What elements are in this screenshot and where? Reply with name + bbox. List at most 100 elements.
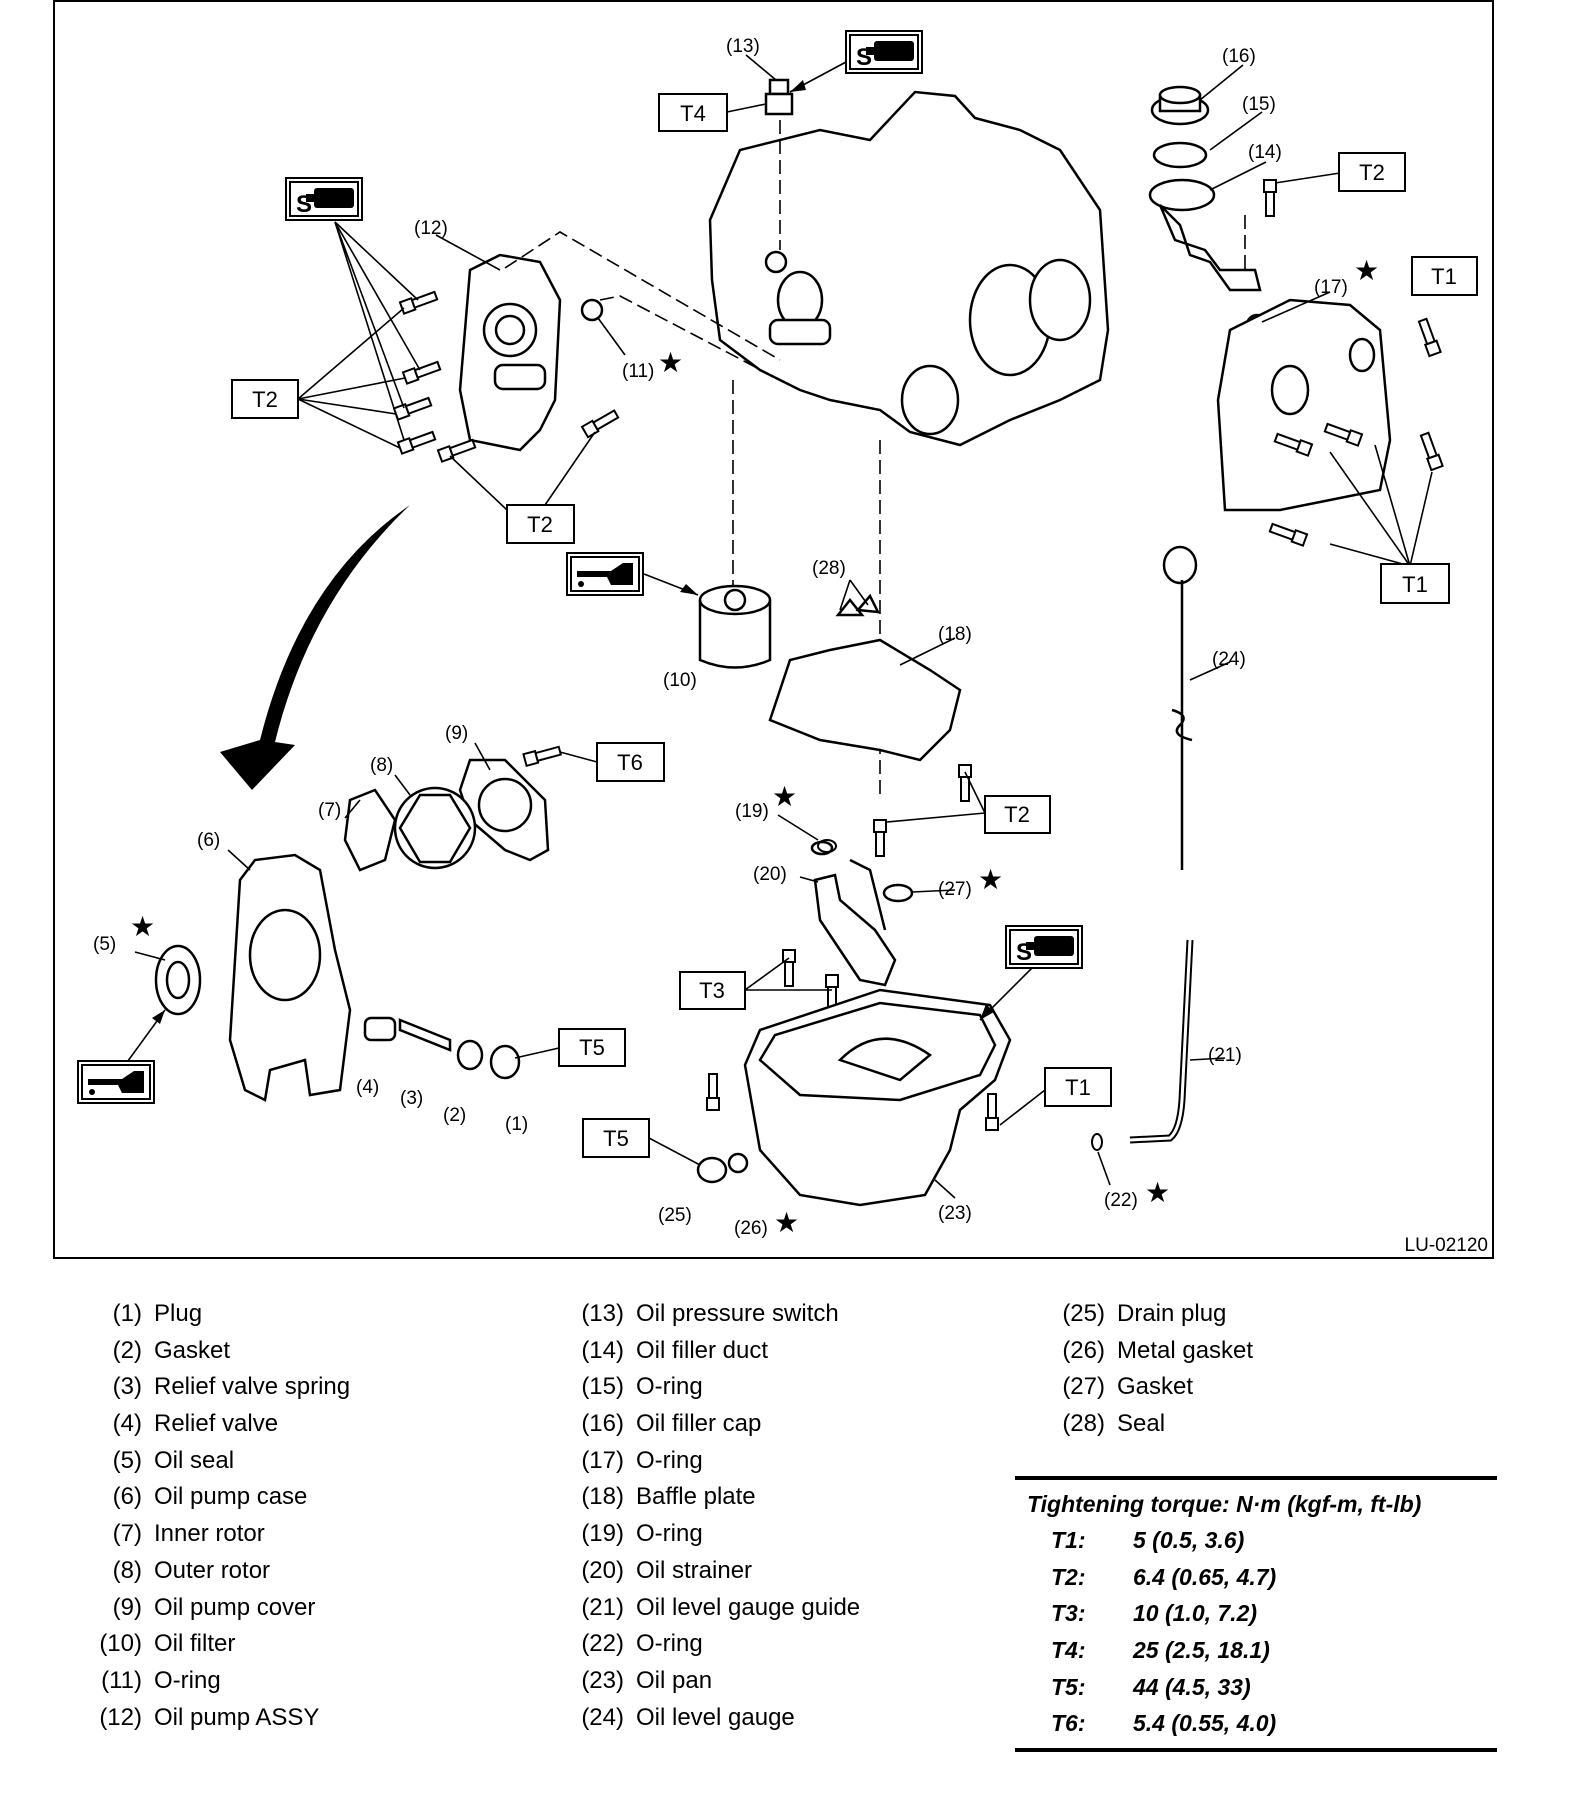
callout: (15) bbox=[1242, 94, 1276, 115]
callout: (24) bbox=[1212, 649, 1246, 670]
torque-value: 5.4 (0.55, 4.0) bbox=[1133, 1710, 1277, 1737]
legend-part-name: Drain plug bbox=[1117, 1300, 1227, 1327]
torque-tag: T1 bbox=[1065, 1075, 1091, 1100]
legend-item: (20)Oil strainer bbox=[558, 1553, 860, 1590]
torque-value: 44 (4.5, 33) bbox=[1133, 1673, 1251, 1700]
legend-part-name: Oil seal bbox=[154, 1446, 235, 1474]
legend-item: (11) O-ring bbox=[76, 1663, 350, 1700]
liquid-gasket-icon bbox=[1005, 925, 1083, 969]
legend-item: (15)O-ring bbox=[558, 1369, 860, 1406]
oil-filter bbox=[698, 584, 772, 669]
legend-item: (1)Plug bbox=[76, 1296, 350, 1333]
legend-item: (7)Inner rotor bbox=[76, 1516, 350, 1553]
callout: (22) bbox=[1104, 1190, 1138, 1211]
callout: (8) bbox=[370, 755, 393, 776]
legend-number: (24) bbox=[581, 1703, 624, 1731]
torque-key: T6: bbox=[1051, 1710, 1086, 1737]
baffle-plate bbox=[768, 593, 962, 762]
oil-pan bbox=[696, 988, 1012, 1207]
legend-number: (10) bbox=[99, 1630, 142, 1658]
callout: (12) bbox=[414, 218, 448, 239]
legend-item: (5) Oil seal bbox=[76, 1443, 350, 1480]
legend-number: (5) bbox=[112, 1446, 142, 1474]
legend-part-name: Oil level gauge bbox=[636, 1703, 795, 1731]
callout: (25) bbox=[658, 1205, 692, 1226]
torque-tag: T4 bbox=[680, 101, 706, 126]
torque-value: 5 (0.5, 3.6) bbox=[1133, 1527, 1245, 1553]
legend-part-name: Outer rotor bbox=[154, 1556, 271, 1584]
legend-item: (12) Oil pump ASSY bbox=[76, 1700, 350, 1737]
legend-item: (27)Gasket bbox=[1039, 1369, 1253, 1406]
oil-pump-assy bbox=[458, 253, 562, 452]
star-icon: ★ bbox=[772, 780, 797, 813]
torque-key: T3: bbox=[1051, 1600, 1086, 1627]
legend-number: (27) bbox=[1062, 1373, 1105, 1401]
legend-item: (10)Oil filter bbox=[76, 1626, 350, 1663]
legend-item: (8) Outer rotor bbox=[76, 1553, 350, 1590]
torque-tag: T5 bbox=[603, 1126, 629, 1151]
callout: (17) bbox=[1314, 277, 1348, 298]
star-icon: ★ bbox=[1354, 254, 1379, 287]
callout: (6) bbox=[197, 830, 220, 851]
legend-number: (8) bbox=[112, 1556, 142, 1584]
legend-number: (25) bbox=[1062, 1300, 1105, 1327]
callout: (13) bbox=[726, 36, 760, 57]
callout: (16) bbox=[1222, 46, 1256, 67]
parts-legend-col-1: (1)Plug(2)Gasket(3)Relief valve spring(4… bbox=[76, 1296, 350, 1736]
torque-key: T4: bbox=[1051, 1637, 1086, 1664]
legend-part-name: Seal bbox=[1117, 1410, 1166, 1438]
callout: (26) bbox=[734, 1218, 768, 1239]
oil-filler-assembly bbox=[1148, 85, 1392, 512]
callout: (19) bbox=[735, 801, 769, 822]
callout: (2) bbox=[443, 1105, 466, 1126]
engine-oil-icon bbox=[77, 1060, 155, 1104]
legend-part-name: Inner rotor bbox=[154, 1520, 265, 1548]
legend-part-name: O-ring bbox=[154, 1666, 221, 1694]
legend-part-name: Oil pan bbox=[636, 1666, 713, 1694]
oil-pressure-switch bbox=[764, 78, 794, 116]
legend-part-name: Relief valve bbox=[154, 1410, 279, 1438]
legend-part-name: Relief valve spring bbox=[154, 1373, 351, 1401]
callout: (1) bbox=[505, 1114, 528, 1135]
torque-tag: T5 bbox=[579, 1035, 605, 1060]
legend-number: (18) bbox=[581, 1483, 624, 1511]
legend-number: (23) bbox=[581, 1666, 624, 1694]
legend-number: (26) bbox=[1062, 1336, 1105, 1364]
legend-number: (14) bbox=[581, 1336, 624, 1364]
torque-tag: T3 bbox=[699, 978, 725, 1003]
legend-item: (23) Oil pan bbox=[558, 1663, 860, 1700]
legend-part-name: Oil level gauge guide bbox=[636, 1593, 861, 1621]
engine-oil-icon bbox=[566, 552, 644, 596]
legend-number: (11) bbox=[101, 1666, 142, 1694]
diagram-frame bbox=[53, 0, 1494, 1259]
callout: (28) bbox=[812, 558, 846, 579]
legend-part-name: Oil filler duct bbox=[636, 1336, 769, 1364]
torque-key: T1: bbox=[1051, 1527, 1086, 1553]
torque-value: 10 (1.0, 7.2) bbox=[1133, 1600, 1258, 1627]
torque-row: T3: 10 (1.0, 7.2) bbox=[1015, 1595, 1497, 1632]
legend-item: (26)Metal gasket bbox=[1039, 1333, 1253, 1370]
legend-number: (22) bbox=[581, 1630, 624, 1658]
star-icon: ★ bbox=[658, 346, 683, 379]
torque-tag: T1 bbox=[1431, 264, 1457, 289]
legend-part-name: Oil strainer bbox=[636, 1556, 753, 1584]
torque-row: T5:44 (4.5, 33) bbox=[1015, 1669, 1497, 1706]
legend-number: (19) bbox=[581, 1520, 624, 1548]
legend-item: (3)Relief valve spring bbox=[76, 1369, 350, 1406]
legend-item: (22)O-ring bbox=[558, 1626, 860, 1663]
legend-number: (1) bbox=[112, 1300, 142, 1327]
tightening-torque-table: Tightening torque: N·m (kgf-m, ft-lb) T1… bbox=[1015, 1476, 1497, 1753]
legend-number: (12) bbox=[99, 1703, 142, 1731]
legend-part-name: Oil pump ASSY bbox=[154, 1703, 320, 1731]
legend-number: (28) bbox=[1062, 1410, 1105, 1438]
legend-item: (13)Oil pressure switch bbox=[558, 1296, 860, 1333]
star-icon: ★ bbox=[978, 863, 1003, 896]
parts-legend-col-2: (13)Oil pressure switch (14) Oil filler du… bbox=[558, 1296, 860, 1736]
legend-item: (28) Seal bbox=[1039, 1406, 1253, 1443]
torque-tag: T1 bbox=[1402, 572, 1428, 597]
callout: (5) bbox=[93, 934, 116, 955]
legend-part-name: Baffle plate bbox=[636, 1483, 756, 1511]
torque-tag: T2 bbox=[1004, 802, 1030, 827]
legend-number: (17) bbox=[581, 1446, 624, 1474]
figure-id: LU-02120 bbox=[1405, 1235, 1488, 1256]
